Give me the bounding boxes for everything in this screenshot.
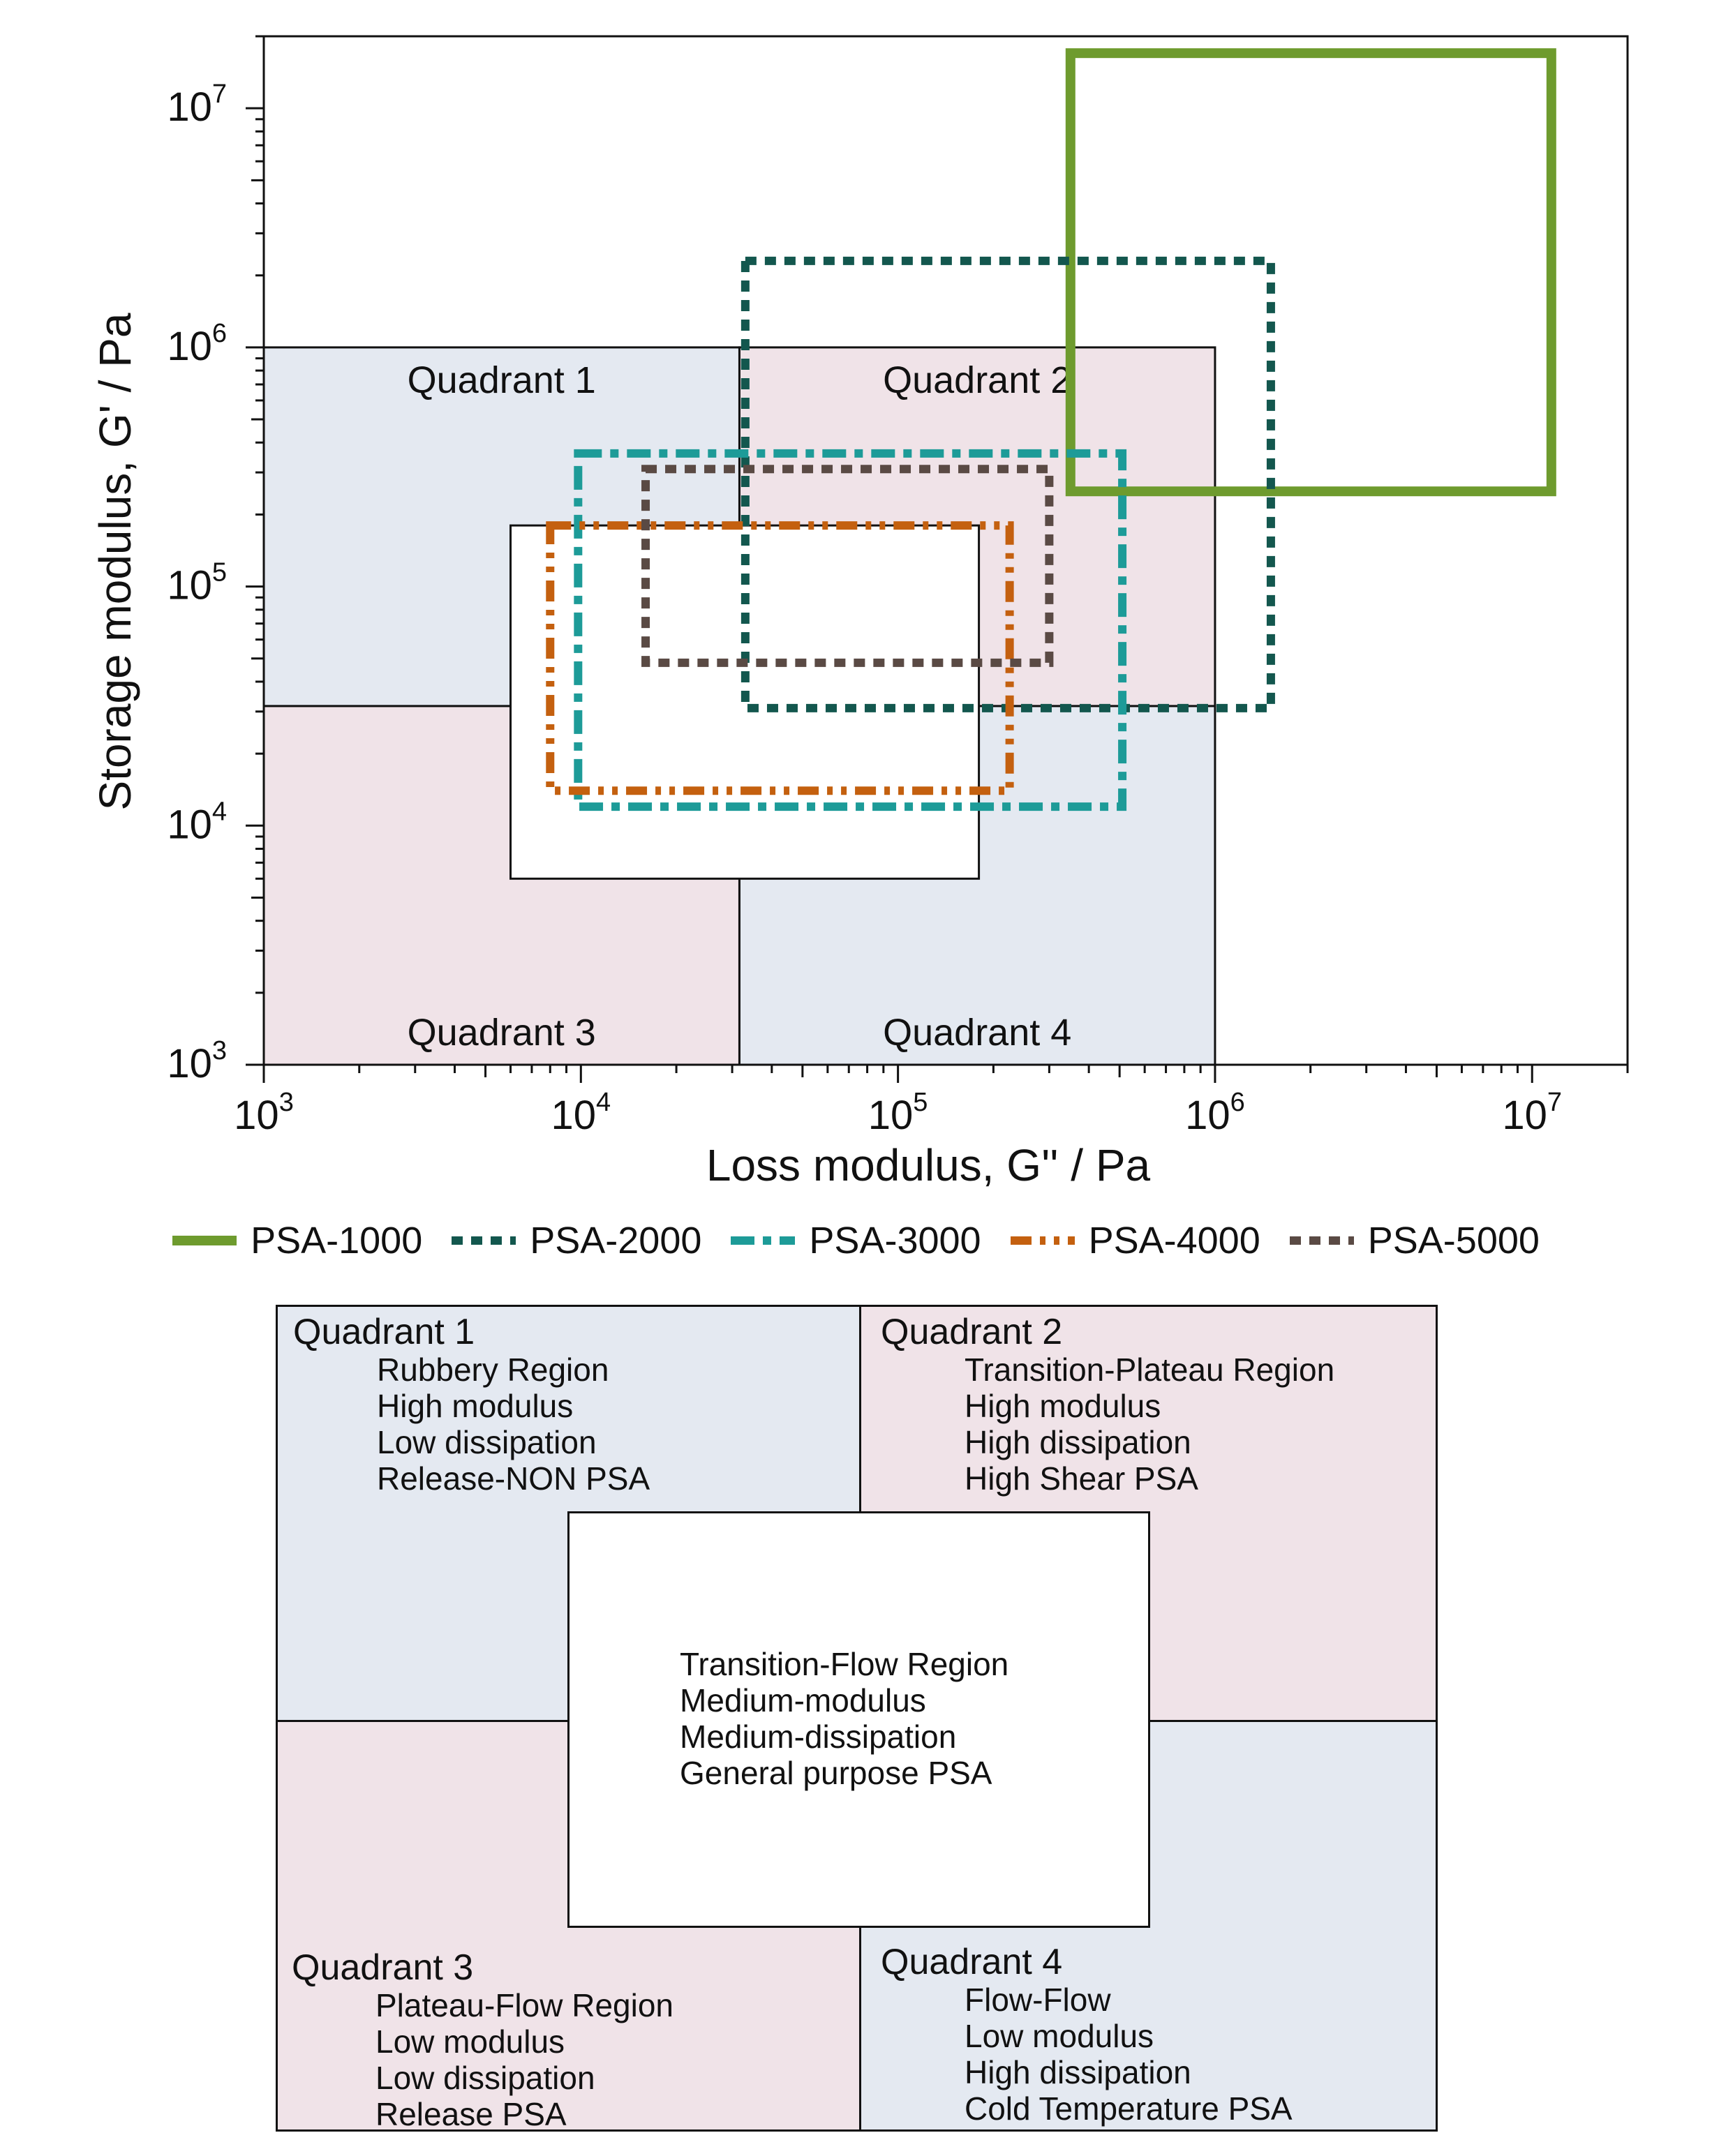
legend-item-psa-5000: PSA-5000: [1289, 1219, 1540, 1262]
center-region-line: Medium-modulus: [680, 1682, 926, 1719]
quadrant-4-line: Flow-Flow: [965, 1982, 1111, 2018]
quadrant-1-label: Quadrant 1: [408, 359, 596, 401]
quadrant-2-label: Quadrant 2: [883, 359, 1071, 401]
center-region-line: General purpose PSA: [680, 1755, 992, 1791]
legend-swatch: [452, 1236, 516, 1245]
quadrant-explanation-panel: Quadrant 1 Rubbery Region High modulus L…: [276, 1305, 1438, 2132]
x-tick-label: 105: [868, 1088, 928, 1138]
quadrant-4-title: Quadrant 4: [881, 1942, 1063, 1982]
quadrant-4-line: High dissipation: [965, 2054, 1191, 2090]
y-tick-label: 107: [167, 80, 227, 130]
legend-label: PSA-4000: [1088, 1220, 1260, 1262]
quadrant-1-line: Low dissipation: [377, 1424, 597, 1460]
legend-label: PSA-1000: [251, 1220, 423, 1262]
quadrant-1-title: Quadrant 1: [293, 1312, 475, 1352]
y-axis-label: Storage modulus, G' / Pa: [90, 313, 140, 810]
center-region-line: Transition-Flow Region: [680, 1646, 1009, 1682]
y-tick-label: 106: [167, 319, 227, 369]
y-tick-label: 105: [167, 558, 227, 608]
quadrant-regions: [262, 346, 1216, 1066]
center-region-box: Transition-Flow Region Medium-modulus Me…: [567, 1511, 1150, 1928]
quadrant-3-description: Plateau-Flow Region Low modulus Low diss…: [375, 1987, 674, 2132]
legend-label: PSA-3000: [809, 1220, 981, 1262]
quadrant-1-line: High modulus: [377, 1388, 574, 1424]
psa-4000-box: [546, 521, 1014, 795]
legend-item-psa-2000: PSA-2000: [452, 1219, 701, 1262]
quadrant-4-line: Low modulus: [965, 2018, 1154, 2054]
legend-item-psa-3000: PSA-3000: [731, 1219, 981, 1262]
x-axis-label: Loss modulus, G'' / Pa: [706, 1140, 1151, 1190]
legend-item-psa-1000: PSA-1000: [172, 1219, 422, 1262]
x-tick-label: 106: [1185, 1088, 1245, 1138]
legend-label: PSA-5000: [1367, 1220, 1540, 1262]
psa-5000-box: [641, 465, 1054, 667]
quadrant-region-labels: Quadrant 1 Quadrant 2 Quadrant 3 Quadrant 4: [408, 359, 1072, 1054]
legend-swatch: [1010, 1236, 1075, 1245]
quadrant-3-line: Low dissipation: [375, 2060, 595, 2096]
quadrant-3-title: Quadrant 3: [292, 1947, 474, 1988]
quadrant-2-title: Quadrant 2: [881, 1312, 1063, 1352]
psa-1000-box: [1065, 48, 1556, 497]
quadrant-1-description: Rubbery Region High modulus Low dissipat…: [377, 1352, 650, 1497]
quadrant-4-line: Cold Temperature PSA: [965, 2090, 1293, 2127]
x-axis-ticks: 103 104 105 106 107: [234, 1065, 1629, 1138]
y-tick-label: 104: [167, 797, 227, 847]
quadrant-1-line: Release-NON PSA: [377, 1460, 650, 1497]
quadrant-2-line: High dissipation: [965, 1424, 1191, 1460]
legend-swatch: [1289, 1236, 1354, 1245]
x-tick-label: 107: [1502, 1088, 1562, 1138]
psa-3000-box: [574, 449, 1127, 811]
quadrant-3-line: Release PSA: [375, 2096, 567, 2132]
x-tick-label: 103: [234, 1088, 294, 1138]
plot-frame: [262, 35, 1629, 1066]
quadrant-2-description: Transition-Plateau Region High modulus H…: [965, 1352, 1334, 1497]
legend-item-psa-4000: PSA-4000: [1010, 1219, 1260, 1262]
y-axis-ticks: 103 104 105 106 107: [167, 35, 264, 1086]
quadrant-4-label: Quadrant 4: [883, 1012, 1071, 1054]
chart-legend: PSA-1000 PSA-2000 PSA-3000 PSA-4000 PSA-5000: [0, 1220, 1712, 1262]
quadrant-1-line: Rubbery Region: [377, 1352, 609, 1388]
y-tick-label: 103: [167, 1036, 227, 1086]
quadrant-3-line: Low modulus: [375, 2023, 565, 2060]
psa-series: [546, 48, 1556, 811]
quadrant-3-label: Quadrant 3: [408, 1012, 596, 1054]
quadrant-3-line: Plateau-Flow Region: [375, 1987, 674, 2023]
x-tick-label: 104: [551, 1088, 611, 1138]
center-region-line: Medium-dissipation: [680, 1719, 957, 1755]
quadrant-2-line: Transition-Plateau Region: [965, 1352, 1335, 1388]
center-region-description: Transition-Flow Region Medium-modulus Me…: [680, 1646, 1008, 1791]
quadrant-2-line: High modulus: [965, 1388, 1161, 1424]
legend-swatch: [731, 1236, 796, 1245]
quadrant-2-line: High Shear PSA: [965, 1460, 1198, 1497]
legend-swatch: [172, 1236, 237, 1245]
legend-label: PSA-2000: [530, 1220, 702, 1262]
quadrant-4-description: Flow-Flow Low modulus High dissipation C…: [965, 1982, 1293, 2127]
modulus-chart: Quadrant 1 Quadrant 2 Quadrant 3 Quadrant 4…: [90, 35, 1629, 1190]
